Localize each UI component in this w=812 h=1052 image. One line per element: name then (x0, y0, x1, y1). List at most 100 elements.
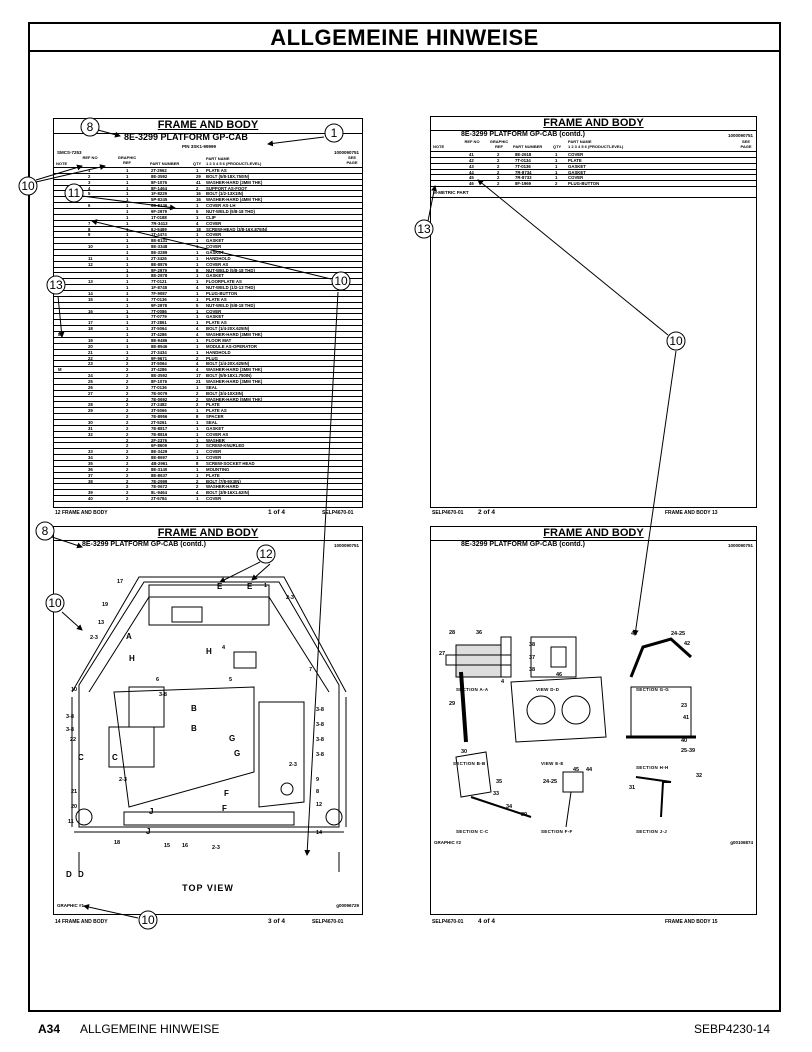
part-number-cell: 2T-2482 (151, 402, 167, 408)
parts-list-page-1: FRAME AND BODY 8E-3299 PLATFORM GP-CAB P… (53, 118, 363, 508)
ref-no-cell: 10 (88, 244, 93, 250)
graphic-ref-cell: 2 (126, 402, 129, 408)
ref-no-cell: 45 (469, 175, 474, 181)
section-name: ALLGEMEINE HINWEISE (80, 1022, 220, 1036)
callout-label: 38 (529, 667, 536, 673)
qty-cell: 4 (196, 490, 199, 496)
callout-label: 2-3 (90, 635, 98, 641)
ref-no-cell: 41 (469, 152, 474, 157)
part-number-cell: 3T-5064 (151, 326, 167, 332)
graphic-ref-cell: 2 (497, 157, 500, 163)
section-marker: H (129, 654, 135, 663)
part-name-cell: COVER (206, 496, 222, 502)
part-number-cell: 7T-0086 (151, 308, 167, 314)
callout-label: 11 (68, 819, 74, 825)
part-name-cell: SCREW-SOCKET HEAD (206, 460, 255, 466)
part-name-cell: WASHER-HARD (4MM THK) (206, 197, 263, 203)
ref-no-cell: 36 (88, 466, 93, 472)
callout-label: 43 (631, 631, 638, 637)
callout-label: 39 (521, 812, 528, 818)
page-number: 2 of 4 (478, 509, 495, 516)
part-number-cell: 8E-2878 (151, 273, 168, 279)
page-footer-right: SELP4670-01 (312, 919, 344, 925)
qty-cell: 2 (196, 355, 199, 361)
qty-cell: 1 (196, 320, 199, 326)
graphic-ref-cell: 2 (126, 378, 129, 384)
part-name-cell: GASKET (206, 273, 224, 279)
callout-label: 19 (102, 602, 109, 608)
panel-title: FRAME AND BODY (157, 119, 259, 131)
graphic-ref-cell: 1 (126, 185, 129, 191)
part-name-cell: HANDHOLD (206, 255, 231, 261)
part-name-cell: PLATE AS (206, 408, 227, 414)
callout-label: 32 (696, 773, 703, 779)
section-label: SECTION C-C (456, 829, 489, 834)
section-marker: E (217, 582, 223, 591)
part-name-cell: HANDHOLD (206, 349, 231, 355)
qty-cell: 21 (196, 378, 201, 384)
qty-cell: 1 (196, 343, 199, 349)
callout-label: 35 (496, 779, 503, 785)
ref-no-cell: 8 (88, 226, 91, 232)
part-name-cell: GASKET (206, 250, 224, 256)
part-name-cell: BOLT (3/8-16X1.62IN) (206, 490, 250, 496)
part-name-cell: NUT-WELD (5/8-18 THD) (206, 209, 255, 215)
note-cell: M (58, 367, 62, 373)
callout-label: 2-3 (119, 777, 127, 783)
ref-no-cell: 40 (88, 496, 93, 502)
col-name: PART NAME (568, 139, 592, 144)
section-marker: F (224, 789, 229, 798)
part-number-cell: 5P-8245 (151, 197, 168, 203)
section-marker: J (146, 827, 151, 836)
graphic-ref-cell: 1 (126, 191, 129, 197)
callout-label: 40 (681, 738, 688, 744)
qty-cell: 18 (196, 226, 201, 232)
qty-cell: 1 (196, 308, 199, 314)
qty-cell: 17 (196, 373, 201, 379)
qty-cell: 1 (196, 168, 199, 173)
group-id: 1000090751 (727, 133, 753, 138)
qty-cell: 1 (196, 437, 199, 443)
part-number-cell: 8E-8131 (151, 238, 168, 244)
qty-cell: 4 (196, 361, 199, 367)
ref-no-cell: 23 (88, 361, 93, 367)
part-number-cell: 7T-0121 (151, 279, 167, 285)
callout-label: 15 (164, 843, 171, 849)
section-label: SECTION J-J (636, 829, 668, 834)
graphic-ref-cell: 1 (126, 244, 129, 250)
part-number-cell: 2T-5261 (151, 419, 167, 425)
qty-cell: 8 (196, 267, 199, 273)
qty-cell: 1 (196, 273, 199, 279)
section-marker: D (66, 870, 72, 879)
panel-title: FRAME AND BODY (543, 117, 644, 129)
graphic-ref-cell: 2 (126, 478, 129, 484)
part-name-cell: GASKET (568, 169, 586, 175)
ref-no-cell: 16 (88, 308, 93, 314)
col-name-levels: 1 2 3 4 5 6 (PRODUCTLEVEL) (568, 144, 624, 149)
section-marker: F (222, 804, 227, 813)
part-name-cell: MODULE AS-OPERATOR (206, 343, 258, 349)
callout-label: 4 (222, 645, 226, 651)
graphic-label: GRAPHIC #1 (57, 903, 85, 908)
callout-label: 31 (629, 785, 636, 791)
part-number-cell: 7F-9087 (151, 291, 168, 297)
top-view-drawing (71, 576, 347, 872)
part-number-cell: 3T-5066 (151, 408, 167, 414)
qty-cell: 1 (196, 238, 199, 244)
part-number-cell: 3T-2861 (151, 320, 167, 326)
graphic-ref-cell: 2 (497, 181, 500, 187)
graphic-ref-cell: 1 (126, 320, 129, 326)
qty-cell: 4 (196, 285, 199, 291)
part-number-cell: 2T-6784 (151, 496, 167, 502)
